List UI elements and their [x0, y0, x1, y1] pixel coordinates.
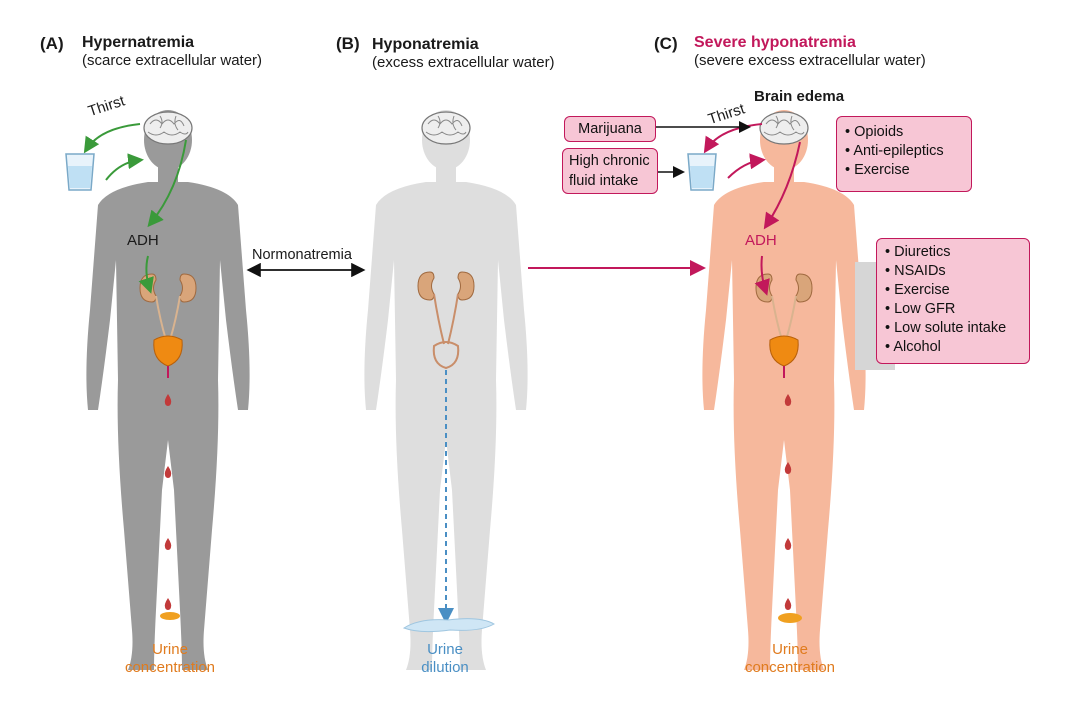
urine-caption-c-line1: Urine — [772, 641, 808, 658]
drop-c4-icon — [784, 598, 792, 610]
urine-caption-c-line2: concentration — [744, 659, 836, 676]
drop-a4-icon — [164, 598, 172, 610]
urine-caption-b-line1: Urine — [427, 641, 463, 658]
brain-factors-list: Opioids Anti-epileptics Exercise — [837, 117, 971, 186]
kidney-factor-item: NSAIDs — [885, 262, 1021, 281]
body-a — [86, 110, 250, 670]
urine-caption-a-line1: Urine — [152, 641, 188, 658]
kidney-factor-item: Alcohol — [885, 338, 1021, 357]
drop-a2-icon — [164, 466, 172, 478]
kidney-factor-item: Exercise — [885, 281, 1021, 300]
kidney-factor-item: Low GFR — [885, 300, 1021, 319]
kidney-right-c-icon — [795, 273, 813, 303]
urine-caption-b: Urine dilution — [380, 641, 510, 677]
drink-arrow-c — [727, 153, 766, 179]
glass-c-icon — [687, 153, 717, 191]
panel-a-subtitle: (scarce extracellular water) — [82, 52, 263, 69]
bladder-a-icon — [153, 335, 183, 367]
brain-factors-box: Opioids Anti-epileptics Exercise — [836, 116, 972, 192]
adh-kidney-arrow-c — [754, 255, 770, 296]
panel-a-letter: (A) — [40, 34, 64, 53]
high-fluid-line1: High chronic — [569, 153, 650, 169]
urine-caption-b-line2: dilution — [421, 659, 469, 676]
high-fluid-line2: fluid intake — [569, 173, 639, 189]
brain-factor-item: Exercise — [845, 161, 963, 180]
adh-kidney-arrow-a — [138, 255, 154, 294]
brain-b-icon — [421, 111, 471, 145]
panel-b-title: Hyponatremia — [372, 36, 479, 53]
brain-a-icon — [143, 111, 193, 145]
panel-b-subtitle: (excess extracellular water) — [372, 54, 555, 71]
kidney-factor-item: Diuretics — [885, 243, 1021, 262]
brain-edema-label: Brain edema — [754, 88, 845, 105]
marijuana-box: Marijuana — [564, 116, 656, 142]
drop-c3-icon — [784, 538, 792, 550]
kidney-factor-item: Low solute intake — [885, 319, 1021, 338]
adh-label-c: ADH — [745, 232, 777, 249]
thirst-arrow-c — [703, 123, 763, 154]
bladder-c-icon — [769, 335, 799, 367]
kidney-factors-list: Diuretics NSAIDs Exercise Low GFR Low so… — [877, 239, 1029, 363]
glass-a-icon — [65, 153, 95, 191]
puddle-b-icon — [402, 618, 496, 633]
brain-factor-item: Anti-epileptics — [845, 142, 963, 161]
thirst-arrow-a — [83, 123, 141, 154]
brain-adh-arrow-a — [147, 139, 187, 228]
panel-c-subtitle: (severe excess extracellular water) — [694, 52, 926, 69]
brain-c-icon — [759, 111, 809, 145]
drop-a3-icon — [164, 538, 172, 550]
kidney-right-b-icon — [457, 271, 475, 301]
panel-b-letter: (B) — [336, 34, 360, 53]
panel-a-title: Hypernatremia — [82, 34, 195, 51]
puddle-c-icon — [778, 613, 802, 623]
kidney-left-b-icon — [417, 271, 435, 301]
normonatremia-label: Normonatremia — [252, 247, 352, 263]
kidney-factors-box: Diuretics NSAIDs Exercise Low GFR Low so… — [876, 238, 1030, 364]
panel-c-title: Severe hyponatremia — [694, 34, 856, 51]
brain-adh-arrow-c — [763, 141, 801, 230]
high-fluid-intake-box: High chronic fluid intake — [562, 148, 658, 194]
drink-arrow-a — [105, 153, 144, 181]
puddle-a-icon — [160, 612, 180, 620]
kidney-right-a-icon — [179, 273, 197, 303]
brain-factor-item: Opioids — [845, 123, 963, 142]
panel-c-letter: (C) — [654, 34, 678, 53]
bladder-b-icon — [432, 341, 460, 370]
adh-label-a: ADH — [127, 232, 159, 249]
urine-caption-a-line2: concentration — [124, 659, 216, 676]
urine-caption-a: Urine concentration — [100, 641, 240, 677]
urine-caption-c: Urine concentration — [720, 641, 860, 677]
